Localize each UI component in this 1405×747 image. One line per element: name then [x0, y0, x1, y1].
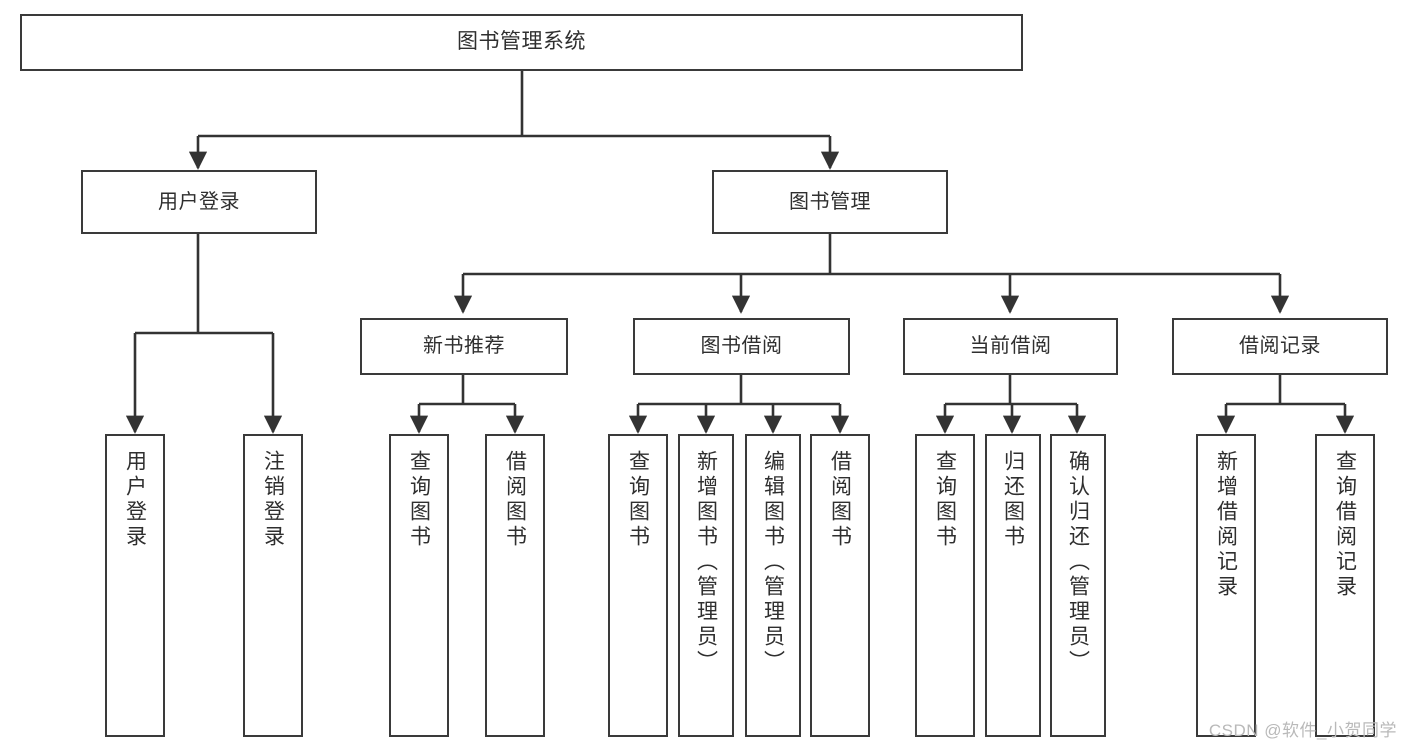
node-book-management[interactable]: 图书管理	[712, 170, 948, 234]
leaf-book-borrow-edit-book-label: 编辑图书（管理员）	[761, 450, 785, 675]
node-current-borrow-label: 当前借阅	[969, 335, 1052, 357]
csdn-watermark: CSDN @软件_小贺同学	[1208, 721, 1397, 740]
node-root-system[interactable]: 图书管理系统	[20, 14, 1023, 71]
node-book-borrow[interactable]: 图书借阅	[633, 318, 850, 375]
leaf-borrow-records-add-record-label: 新增借阅记录	[1214, 450, 1238, 600]
leaf-book-borrow-borrow-book-label: 借阅图书	[828, 450, 852, 550]
leaf-current-borrow-confirm-return[interactable]: 确认归还（管理员）	[1050, 434, 1106, 737]
leaf-current-borrow-query-book[interactable]: 查询图书	[915, 434, 975, 737]
leaf-book-borrow-query-book-label: 查询图书	[626, 450, 650, 550]
node-user-login[interactable]: 用户登录	[81, 170, 317, 234]
leaf-book-borrow-add-book[interactable]: 新增图书（管理员）	[678, 434, 734, 737]
node-borrow-records[interactable]: 借阅记录	[1172, 318, 1388, 375]
node-root-system-label: 图书管理系统	[457, 30, 586, 54]
node-current-borrow[interactable]: 当前借阅	[903, 318, 1118, 375]
leaf-current-borrow-query-book-label: 查询图书	[933, 450, 957, 550]
leaf-book-borrow-add-book-label: 新增图书（管理员）	[694, 450, 718, 675]
leaf-user-login-login[interactable]: 用户登录	[105, 434, 165, 737]
leaf-borrow-records-query-record[interactable]: 查询借阅记录	[1315, 434, 1375, 737]
leaf-book-borrow-query-book[interactable]: 查询图书	[608, 434, 668, 737]
node-book-borrow-label: 图书借阅	[700, 335, 783, 357]
node-book-management-label: 图书管理	[789, 190, 871, 213]
node-user-login-label: 用户登录	[158, 190, 240, 213]
leaf-user-login-login-label: 用户登录	[123, 450, 147, 550]
node-new-book-recommend[interactable]: 新书推荐	[360, 318, 568, 375]
leaf-borrow-records-query-record-label: 查询借阅记录	[1333, 450, 1357, 600]
leaf-borrow-records-add-record[interactable]: 新增借阅记录	[1196, 434, 1256, 737]
node-new-book-recommend-label: 新书推荐	[423, 335, 505, 357]
leaf-book-borrow-borrow-book[interactable]: 借阅图书	[810, 434, 870, 737]
leaf-current-borrow-return-book[interactable]: 归还图书	[985, 434, 1041, 737]
node-borrow-records-label: 借阅记录	[1239, 335, 1321, 357]
leaf-book-borrow-edit-book[interactable]: 编辑图书（管理员）	[745, 434, 801, 737]
leaf-new-book-query-book-label: 查询图书	[407, 450, 431, 550]
leaf-new-book-borrow-book[interactable]: 借阅图书	[485, 434, 545, 737]
leaf-new-book-query-book[interactable]: 查询图书	[389, 434, 449, 737]
leaf-current-borrow-confirm-return-label: 确认归还（管理员）	[1066, 450, 1090, 675]
leaf-new-book-borrow-book-label: 借阅图书	[503, 450, 527, 550]
leaf-current-borrow-return-book-label: 归还图书	[1001, 450, 1025, 550]
leaf-user-login-logout[interactable]: 注销登录	[243, 434, 303, 737]
leaf-user-login-logout-label: 注销登录	[261, 450, 285, 550]
